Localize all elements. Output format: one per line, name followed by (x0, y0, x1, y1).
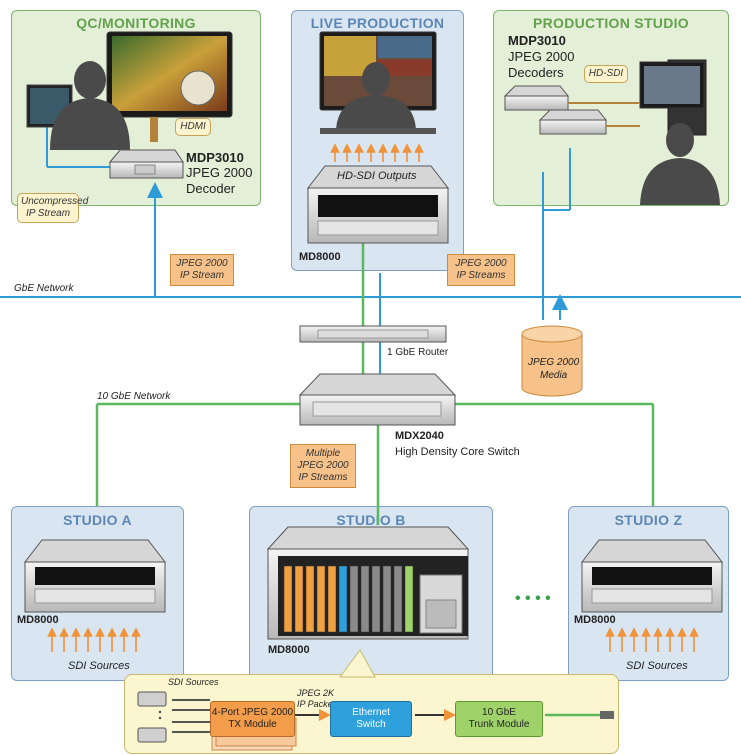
core-switch-desc: High Density Core Switch (395, 446, 520, 458)
trunk-line1: 10 GbE (482, 707, 516, 718)
qc-decoder-model: MDP3010 (186, 150, 244, 165)
uncompressed-line1: Uncompressed (21, 196, 89, 207)
studio-z-source-arrows (605, 627, 699, 652)
live-output-arrows (330, 143, 424, 162)
trunk-line2: Trunk Module (468, 719, 530, 730)
studio-z-sources-label: SDI Sources (626, 660, 688, 672)
studio-z-title: STUDIO Z (614, 512, 683, 528)
detail-sdi-sources-label: SDI Sources (168, 677, 219, 687)
qc-panel-title: QC/MONITORING (76, 15, 196, 31)
hdmi-callout: HDMI (175, 118, 211, 136)
module-card (393, 565, 403, 633)
ip-streams-callout: JPEG 2000 IP Streams (447, 254, 515, 286)
media-label-1: JPEG 2000 (528, 357, 580, 368)
studio-a-md8000-label: MD8000 (17, 614, 59, 626)
ten-gbe-network-label: 10 GbE Network (97, 391, 171, 402)
module-card (349, 565, 359, 633)
prod-decoder-line2: Decoders (508, 65, 564, 80)
module-card (404, 565, 414, 633)
multiple-streams-callout: Multiple JPEG 2000 IP Streams (290, 444, 356, 488)
tx-module-line2: TX Module (228, 719, 277, 730)
prod-decoder-line1: JPEG 2000 (508, 49, 575, 64)
gbe-network-label: GbE Network (14, 283, 74, 294)
studio-b-cards (283, 565, 414, 633)
module-card (327, 565, 337, 633)
hdmi-label: HDMI (180, 121, 206, 132)
eth-line2: Switch (356, 719, 386, 730)
ip-streams-line1: JPEG 2000 (455, 258, 507, 269)
router-label: 1 GbE Router (387, 347, 449, 358)
core-switch-model: MDX2040 (395, 430, 444, 442)
hd-sdi-label: HD-SDI (588, 68, 624, 79)
prod-decoder-model: MDP3010 (508, 33, 566, 48)
uncompressed-line2: IP Stream (25, 208, 71, 219)
module-card (305, 565, 315, 633)
uncompressed-stream-callout: Uncompressed IP Stream (17, 193, 89, 223)
studio-ellipsis: • • • • (515, 590, 551, 607)
ip-streams-line2: IP Streams (456, 270, 506, 281)
hd-sdi-callout: HD-SDI (584, 65, 628, 83)
module-card (338, 565, 348, 633)
tx-module-line1: 4-Port JPEG 2000 (211, 707, 294, 718)
studio-b-title: STUDIO B (336, 512, 406, 528)
module-card (371, 565, 381, 633)
tx-module: 4-Port JPEG 2000 TX Module (210, 701, 295, 737)
module-card (316, 565, 326, 633)
ip-stream-line1: JPEG 2000 (176, 258, 228, 269)
multi-line3: IP Streams (298, 472, 348, 483)
studio-b-md8000-label: MD8000 (268, 644, 310, 656)
live-panel-title: LIVE PRODUCTION (310, 15, 445, 31)
multi-line2: JPEG 2000 (297, 460, 349, 471)
studio-a-title: STUDIO A (63, 512, 132, 528)
media-label-2: Media (540, 370, 568, 381)
multi-line1: Multiple (305, 448, 341, 459)
module-card (382, 565, 392, 633)
studio-a-sources-label: SDI Sources (68, 660, 130, 672)
hd-sdi-outputs-label: HD-SDI Outputs (337, 170, 417, 182)
module-card (360, 565, 370, 633)
detail-packets-line2: IP Packets (297, 699, 340, 709)
eth-line1: Ethernet (352, 707, 390, 718)
trunk-module: 10 GbE Trunk Module (455, 701, 543, 737)
ip-stream-callout: JPEG 2000 IP Stream (170, 254, 234, 286)
studio-a-source-arrows (47, 627, 141, 652)
qc-decoder-line1: JPEG 2000 (186, 165, 253, 180)
live-md8000-label: MD8000 (299, 251, 341, 263)
studio-z-md8000-label: MD8000 (574, 614, 616, 626)
detail-packets-line1: JPEG 2K (297, 688, 335, 698)
qc-decoder-line2: Decoder (186, 181, 236, 196)
ip-stream-line2: IP Stream (179, 270, 225, 281)
prod-panel-title: PRODUCTION STUDIO (533, 15, 689, 31)
module-card (294, 565, 304, 633)
camera-icons (137, 691, 167, 743)
module-card (283, 565, 293, 633)
ethernet-switch-module: Ethernet Switch (330, 701, 412, 737)
